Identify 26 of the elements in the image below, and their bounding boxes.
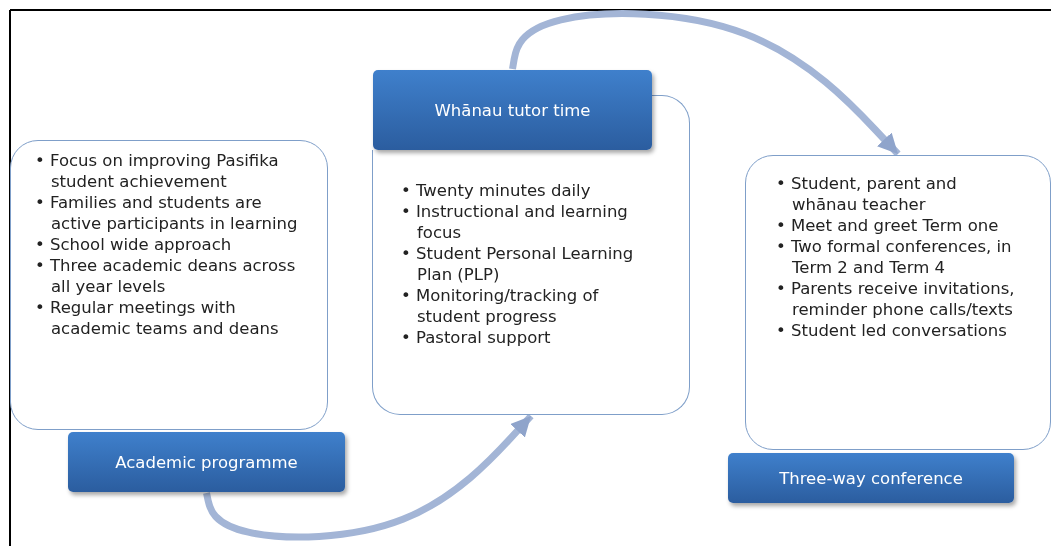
bullet-item: • Pastoral support <box>401 327 552 348</box>
bullet-item: • Families and students are active participants in learning <box>35 192 299 234</box>
bullet-item: • Student Personal Learning Plan (PLP) <box>401 243 635 285</box>
rounded-card <box>745 155 1051 450</box>
bullet-item: • Three academic deans across all year levels <box>35 255 297 297</box>
heading-box <box>68 432 345 492</box>
bullet-item: • Focus on improving Pasifika student achievement <box>35 150 280 192</box>
bullet-item: • Two formal conferences, in Term 2 and Term 4 <box>776 236 1013 278</box>
bullet-item: • Regular meetings with academic teams and deans <box>35 297 280 339</box>
heading-text: Three-way conference <box>779 468 963 488</box>
heading-text: Academic programme <box>115 452 298 472</box>
rounded-card <box>10 140 328 430</box>
bullet-item: • School wide approach <box>35 234 233 255</box>
bullet-item: • Student, parent and whānau teacher <box>776 173 958 215</box>
heading-box <box>373 70 652 150</box>
bullet-item: • Instructional and learning focus <box>401 201 629 243</box>
bullet-item: • Student led conversations <box>776 320 1008 341</box>
bullet-item: • Twenty minutes daily <box>401 180 592 201</box>
curved-arrow <box>203 413 534 541</box>
rounded-card <box>372 150 690 415</box>
heading-box <box>728 453 1014 503</box>
bullet-item: • Meet and greet Term one <box>776 215 1000 236</box>
bullet-item: • Monitoring/tracking of student progress <box>401 285 600 327</box>
heading-text: Whānau tutor time <box>434 100 591 120</box>
bullet-item: • Parents receive invitations, reminder phone calls/texts <box>776 278 1016 320</box>
curved-arrow <box>509 10 901 157</box>
